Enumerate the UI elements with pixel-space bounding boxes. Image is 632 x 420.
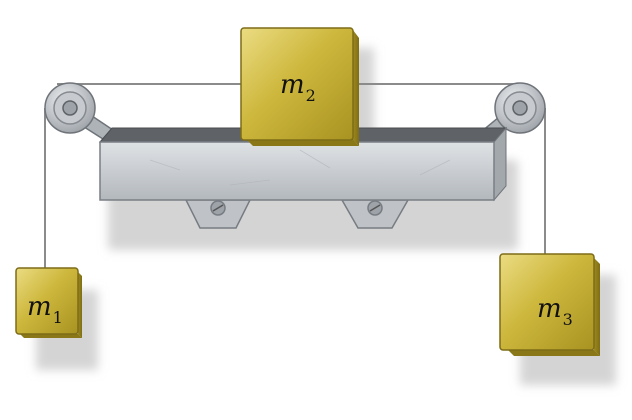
block-m3 bbox=[499, 253, 600, 356]
mass-symbol: m bbox=[537, 294, 562, 324]
left-pulley bbox=[44, 82, 96, 134]
table-mounts bbox=[184, 199, 410, 229]
mass-symbol: m bbox=[280, 70, 305, 100]
mass-subscript: 1 bbox=[52, 308, 63, 327]
mass-subscript: 2 bbox=[305, 86, 316, 105]
mass-label-m2: m2 bbox=[280, 70, 316, 104]
mass-subscript: 3 bbox=[562, 310, 573, 329]
right-pulley bbox=[494, 82, 546, 134]
mass-label-m3: m3 bbox=[537, 294, 573, 328]
block-m1 bbox=[15, 267, 82, 338]
block-m2 bbox=[240, 27, 359, 146]
mass-symbol: m bbox=[27, 292, 52, 322]
mass-label-m1: m1 bbox=[27, 292, 63, 326]
